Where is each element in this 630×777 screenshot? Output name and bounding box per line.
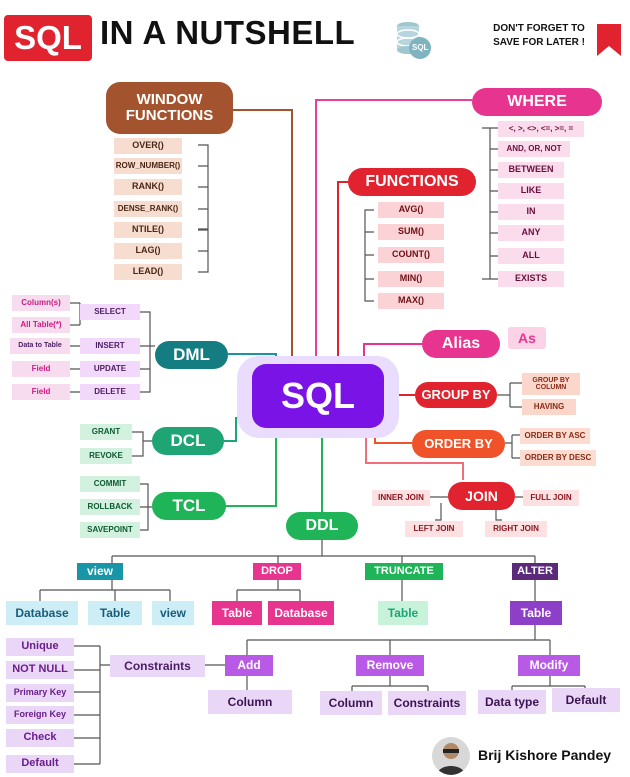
join-node: JOIN	[448, 482, 515, 510]
where-item-and-or-not: AND, OR, NOT	[498, 141, 570, 157]
author-avatar	[432, 737, 470, 775]
constraint-default: Default	[6, 755, 74, 773]
alias-keyword: As	[508, 327, 546, 349]
modify-data-type-item: Data type	[478, 690, 546, 714]
function-item-sum: SUM()	[378, 224, 444, 240]
page-title: IN A NUTSHELL	[100, 14, 356, 51]
add-column-item: Column	[208, 690, 292, 714]
window-item-ntile: NTILE()	[114, 222, 182, 238]
dml-delete-option: Field	[12, 384, 70, 400]
ddl-view-node: view	[77, 563, 123, 580]
view-table-item: Table	[88, 601, 142, 625]
functions-node: FUNCTIONS	[348, 168, 476, 196]
database-icon: SQL	[393, 18, 433, 60]
dml-insert-option: Data to Table	[10, 338, 70, 354]
function-item-min: MIN()	[378, 271, 444, 287]
view-view-item: view	[152, 601, 194, 625]
drop-database-item: Database	[268, 601, 334, 625]
dml-command-select: SELECT	[80, 304, 140, 320]
alter-table-item: Table	[510, 601, 562, 625]
truncate-table-item: Table	[378, 601, 428, 625]
window-functions-title-line1: WINDOW	[136, 91, 203, 109]
order-by-asc-item: ORDER BY ASC	[520, 428, 590, 444]
dml-command-update: UPDATE	[80, 361, 140, 377]
drop-table-item: Table	[212, 601, 262, 625]
order-by-desc-item: ORDER BY DESC	[520, 450, 596, 466]
view-database-item: Database	[6, 601, 78, 625]
ddl-drop-node: DROP	[253, 563, 301, 580]
ddl-alter-node: ALTER	[512, 563, 558, 580]
bookmark-icon[interactable]	[597, 24, 621, 56]
window-item-over: OVER()	[114, 138, 182, 154]
group-by-column-item: GROUP BY COLUMN	[522, 373, 580, 395]
constraint-not-null: NOT NULL	[6, 661, 74, 679]
constraint-unique: Unique	[6, 638, 74, 656]
database-icon-label: SQL	[412, 43, 429, 52]
having-item: HAVING	[522, 399, 576, 415]
where-item-operators: <, >, <>, <=, >=, =	[498, 121, 584, 137]
sql-center-node: SQL	[252, 364, 384, 428]
ddl-truncate-node: TRUNCATE	[365, 563, 443, 580]
save-reminder: DON'T FORGET TO SAVE FOR LATER !	[485, 22, 593, 50]
alter-modify-node: Modify	[518, 655, 580, 676]
full-join-item: FULL JOIN	[523, 490, 579, 506]
dcl-node: DCL	[152, 427, 224, 455]
order-by-node: ORDER BY	[412, 430, 505, 458]
right-join-item: RIGHT JOIN	[485, 521, 547, 537]
dml-command-delete: DELETE	[80, 384, 140, 400]
where-item-any: ANY	[498, 225, 564, 241]
remove-constraints-item: Constraints	[388, 691, 466, 715]
constraint-foreign-key: Foreign Key	[6, 706, 74, 724]
left-join-item: LEFT JOIN	[405, 521, 463, 537]
window-functions-node: WINDOW FUNCTIONS	[106, 82, 233, 134]
save-reminder-line2: SAVE FOR LATER !	[493, 37, 585, 48]
alter-add-node: Add	[225, 655, 273, 676]
author-name: Brij Kishore Pandey	[478, 747, 612, 763]
grant-item: GRANT	[80, 424, 132, 440]
inner-join-item: INNER JOIN	[372, 490, 430, 506]
function-item-count: COUNT()	[378, 247, 444, 263]
function-item-max: MAX()	[378, 293, 444, 309]
window-item-lag: LAG()	[114, 243, 182, 259]
window-item-lead: LEAD()	[114, 264, 182, 280]
dml-command-insert: INSERT	[80, 338, 140, 354]
rollback-item: ROLLBACK	[80, 499, 140, 515]
where-item-in: IN	[498, 204, 564, 220]
commit-item: COMMIT	[80, 476, 140, 492]
alias-node: Alias	[422, 330, 500, 358]
window-item-row-number: ROW_NUMBER()	[114, 158, 182, 174]
function-item-avg: AVG()	[378, 202, 444, 218]
dml-select-option-columns: Column(s)	[12, 295, 70, 311]
window-item-dense-rank: DENSE_RANK()	[114, 201, 182, 217]
constraint-check: Check	[6, 729, 74, 747]
where-node: WHERE	[472, 88, 602, 116]
window-item-rank: RANK()	[114, 179, 182, 195]
sql-title-badge: SQL	[4, 15, 92, 61]
savepoint-item: SAVEPOINT	[80, 522, 140, 538]
dml-select-option-all-table: All Table(*)	[12, 317, 70, 333]
revoke-item: REVOKE	[80, 448, 132, 464]
constraint-primary-key: Primary Key	[6, 684, 74, 702]
constraints-node: Constraints	[110, 655, 205, 677]
modify-default-item: Default	[552, 688, 620, 712]
where-item-like: LIKE	[498, 183, 564, 199]
remove-column-item: Column	[320, 691, 382, 715]
save-reminder-line1: DON'T FORGET TO	[493, 23, 585, 34]
ddl-node: DDL	[286, 512, 358, 540]
tcl-node: TCL	[152, 492, 226, 520]
where-item-all: ALL	[498, 248, 564, 264]
dml-update-option: Field	[12, 361, 70, 377]
alter-remove-node: Remove	[356, 655, 424, 676]
dml-node: DML	[155, 341, 228, 369]
window-functions-title-line2: FUNCTIONS	[125, 107, 214, 124]
where-item-between: BETWEEN	[498, 162, 564, 178]
group-by-node: GROUP BY	[415, 382, 497, 408]
where-item-exists: EXISTS	[498, 271, 564, 287]
